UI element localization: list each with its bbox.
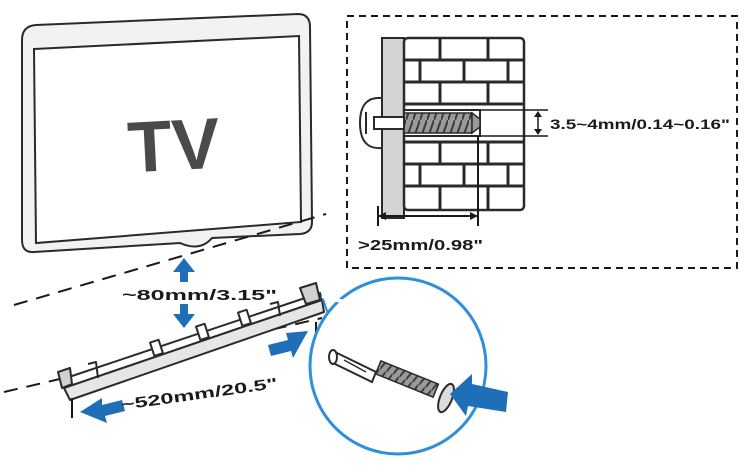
wall-detail-inset: >25mm/0.98" 3.5~4mm/0.14~0.16"	[346, 15, 738, 269]
bracket-width-label: ~520mm/20.5"	[120, 375, 279, 414]
screw-head	[358, 96, 405, 150]
tv-label: TV	[126, 104, 222, 189]
screw-insert-arrow	[450, 374, 508, 416]
gap-arrow	[173, 258, 195, 328]
tv-bottom-reference-line	[13, 213, 327, 306]
tv-illustration: TV	[21, 12, 314, 254]
anchor-diameter-label: 3.5~4mm/0.14~0.16"	[550, 116, 730, 132]
wall-bracket	[57, 282, 325, 401]
wall-anchor	[403, 112, 473, 134]
screw-callout	[308, 276, 508, 456]
gap-dimension-label: ~80mm/3.15"	[122, 287, 277, 304]
bracket-width-arrow	[80, 331, 308, 423]
drill-depth-label: >25mm/0.98"	[358, 237, 483, 254]
callout-circle	[308, 276, 488, 456]
